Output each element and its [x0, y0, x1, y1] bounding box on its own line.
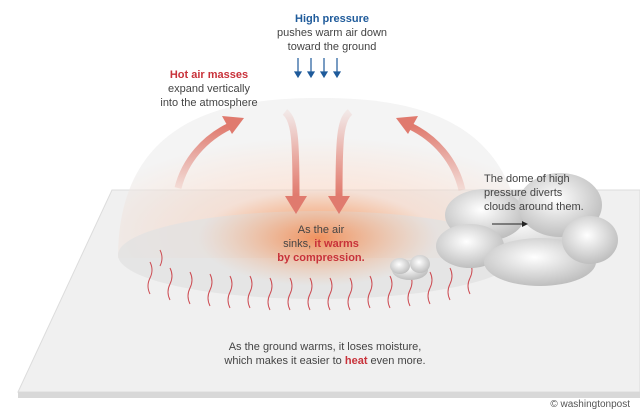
sinking-air-arrow-right — [335, 109, 353, 197]
rising-air-arrow-left — [174, 122, 232, 189]
high-pressure-title: High pressure — [295, 13, 369, 25]
ground-note-line2: which makes it easier to heat even more. — [160, 354, 490, 368]
dome-note-line2: pressure diverts — [484, 187, 563, 199]
high-pressure-line2: toward the ground — [287, 41, 377, 53]
hot-air-label: Hot air masses expand vertically into th… — [138, 68, 280, 110]
high-pressure-arrows — [293, 58, 342, 79]
sinking-line2: sinks, it warms — [256, 237, 386, 251]
ground-note-emphasis: heat — [344, 355, 368, 367]
ground-edge — [18, 392, 640, 398]
cloud-large — [436, 173, 618, 286]
hot-air-line2: into the atmosphere — [160, 97, 258, 109]
ground-note-label: As the ground warms, it loses moisture, … — [160, 340, 490, 368]
ground-note-line1: As the ground warms, it loses moisture, — [228, 341, 422, 353]
arrowhead-down-right — [328, 196, 350, 214]
sinking-air-arrow-left — [282, 109, 300, 197]
credit-text: washingtonpost — [560, 399, 631, 410]
pointer-head — [522, 221, 528, 227]
arrowhead-right — [396, 116, 418, 134]
hot-air-line1: expand vertically — [168, 83, 250, 95]
arrowhead-left — [222, 116, 244, 134]
ground-note-pre: which makes it easier to — [224, 355, 345, 367]
rising-air-arrow-right — [408, 122, 466, 191]
high-pressure-line1: pushes warm air down — [276, 27, 388, 39]
heat-wisps — [147, 249, 483, 311]
sinking-line2-pre: sinks, — [283, 238, 315, 250]
sinking-emphasis: it warms — [314, 238, 359, 250]
warm-core — [198, 190, 438, 286]
dome-note-label: The dome of high pressure diverts clouds… — [484, 172, 614, 214]
high-pressure-label: High pressure pushes warm air down towar… — [262, 12, 402, 54]
ground-note-post: even more. — [367, 355, 426, 367]
sinking-line1: As the air — [297, 224, 345, 236]
hot-air-title: Hot air masses — [169, 69, 249, 81]
dome-note-line1: The dome of high — [484, 173, 570, 185]
arrowhead-down-left — [285, 196, 307, 214]
sinking-line3: by compression. — [277, 252, 365, 264]
sinking-air-label: As the air sinks, it warms by compressio… — [256, 223, 386, 265]
credit: © washingtonpost — [550, 399, 630, 410]
copyright-icon: © — [550, 399, 558, 410]
dome-note-line3: clouds around them. — [484, 201, 584, 213]
cloud-small — [390, 255, 430, 280]
